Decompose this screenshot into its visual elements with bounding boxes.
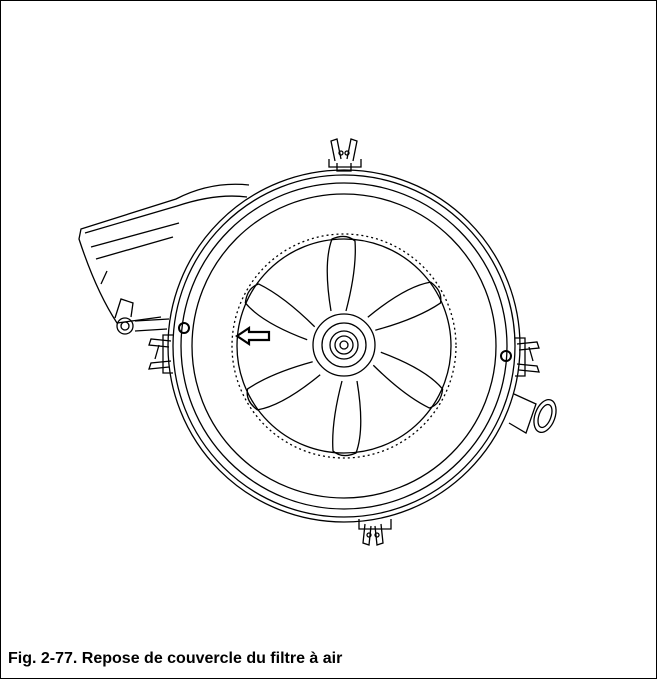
direction-arrow-icon [235, 325, 271, 347]
cover-spokes [244, 235, 444, 457]
mounting-holes [178, 322, 512, 362]
clip-left [148, 334, 173, 374]
clip-right [515, 337, 540, 377]
intake-snorkel [78, 183, 250, 335]
outlet-pipe [508, 393, 557, 434]
figure-caption: Fig. 2-77. Repose de couvercle du filtre… [8, 650, 343, 667]
clip-top [328, 138, 362, 172]
clip-bottom [358, 519, 392, 546]
housing-rings [167, 169, 521, 523]
center-hub [312, 313, 376, 377]
